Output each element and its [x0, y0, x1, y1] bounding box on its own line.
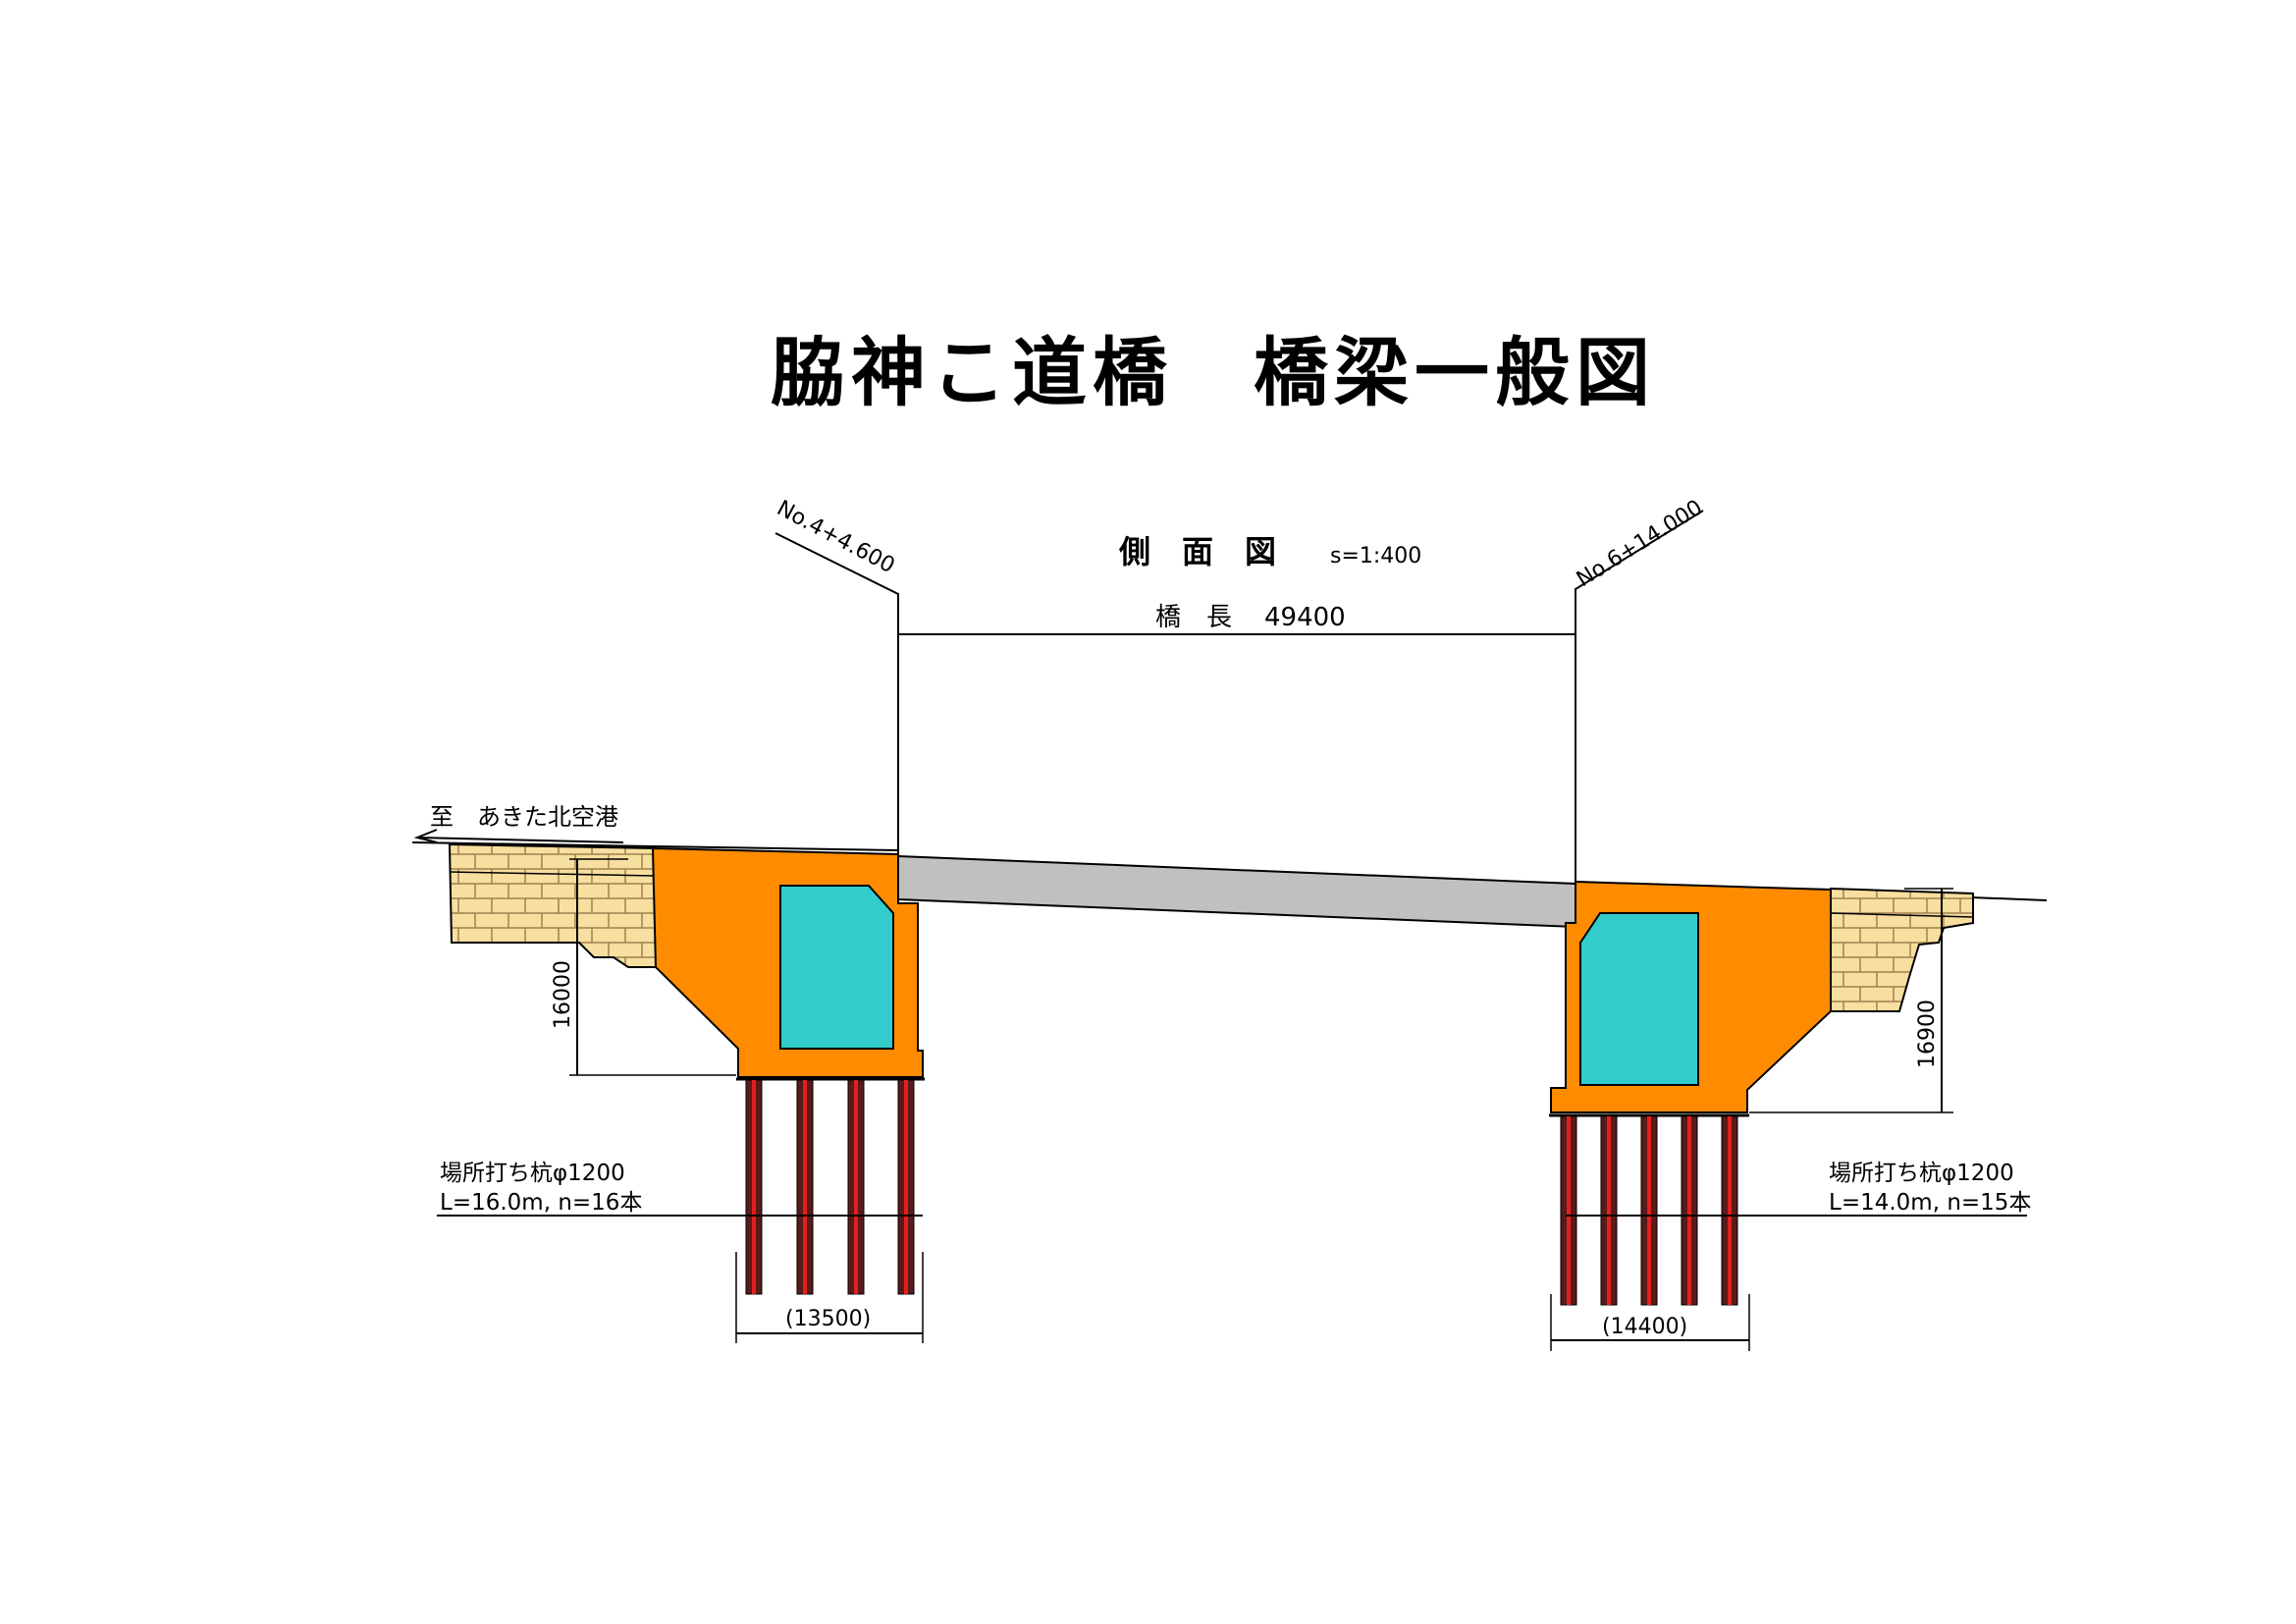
- left-embankment: [448, 842, 657, 968]
- right-abutment-void: [1579, 912, 1699, 1086]
- left-piles: [736, 1077, 925, 1295]
- bridge-length-label: 橋 長: [1155, 603, 1232, 632]
- right-pile-spec: 場所打ち杭φ1200: [1829, 1161, 2014, 1186]
- right-embankment: [1830, 887, 1974, 1012]
- left-height-value: 16000: [551, 960, 575, 1029]
- direction-label: 至 あきた北空港: [430, 803, 618, 831]
- right-pile-detail: L=14.0m, n=15本: [1829, 1190, 2031, 1216]
- road-line-left: [411, 841, 899, 851]
- left-pile-detail: L=16.0m, n=16本: [440, 1190, 642, 1216]
- right-piles: [1549, 1113, 1749, 1306]
- station-leader-left: [774, 532, 899, 854]
- left-pile-span: (13500): [785, 1307, 871, 1331]
- direction-arrow: [413, 829, 624, 843]
- side-view-label: 側 面 図: [1118, 533, 1276, 570]
- bridge-deck: [897, 854, 1576, 929]
- left-abutment-void: [779, 885, 894, 1050]
- bridge-length-value: 49400: [1264, 603, 1346, 632]
- scale-label: s=1:400: [1330, 544, 1421, 568]
- station-leader-right: [1575, 510, 1704, 882]
- right-height-value: 16900: [1915, 1000, 1940, 1068]
- right-pile-span-dimension: [1550, 1294, 1750, 1351]
- right-pile-span: (14400): [1602, 1315, 1687, 1339]
- left-pile-spec: 場所打ち杭φ1200: [440, 1161, 625, 1186]
- station-label-left: No.4+4.600: [773, 496, 898, 578]
- station-label-right: No.6+14.000: [1573, 496, 1707, 593]
- drawing-title: 脇神こ道橋 橋梁一般図: [771, 329, 1656, 416]
- left-pile-span-dimension: [735, 1252, 924, 1343]
